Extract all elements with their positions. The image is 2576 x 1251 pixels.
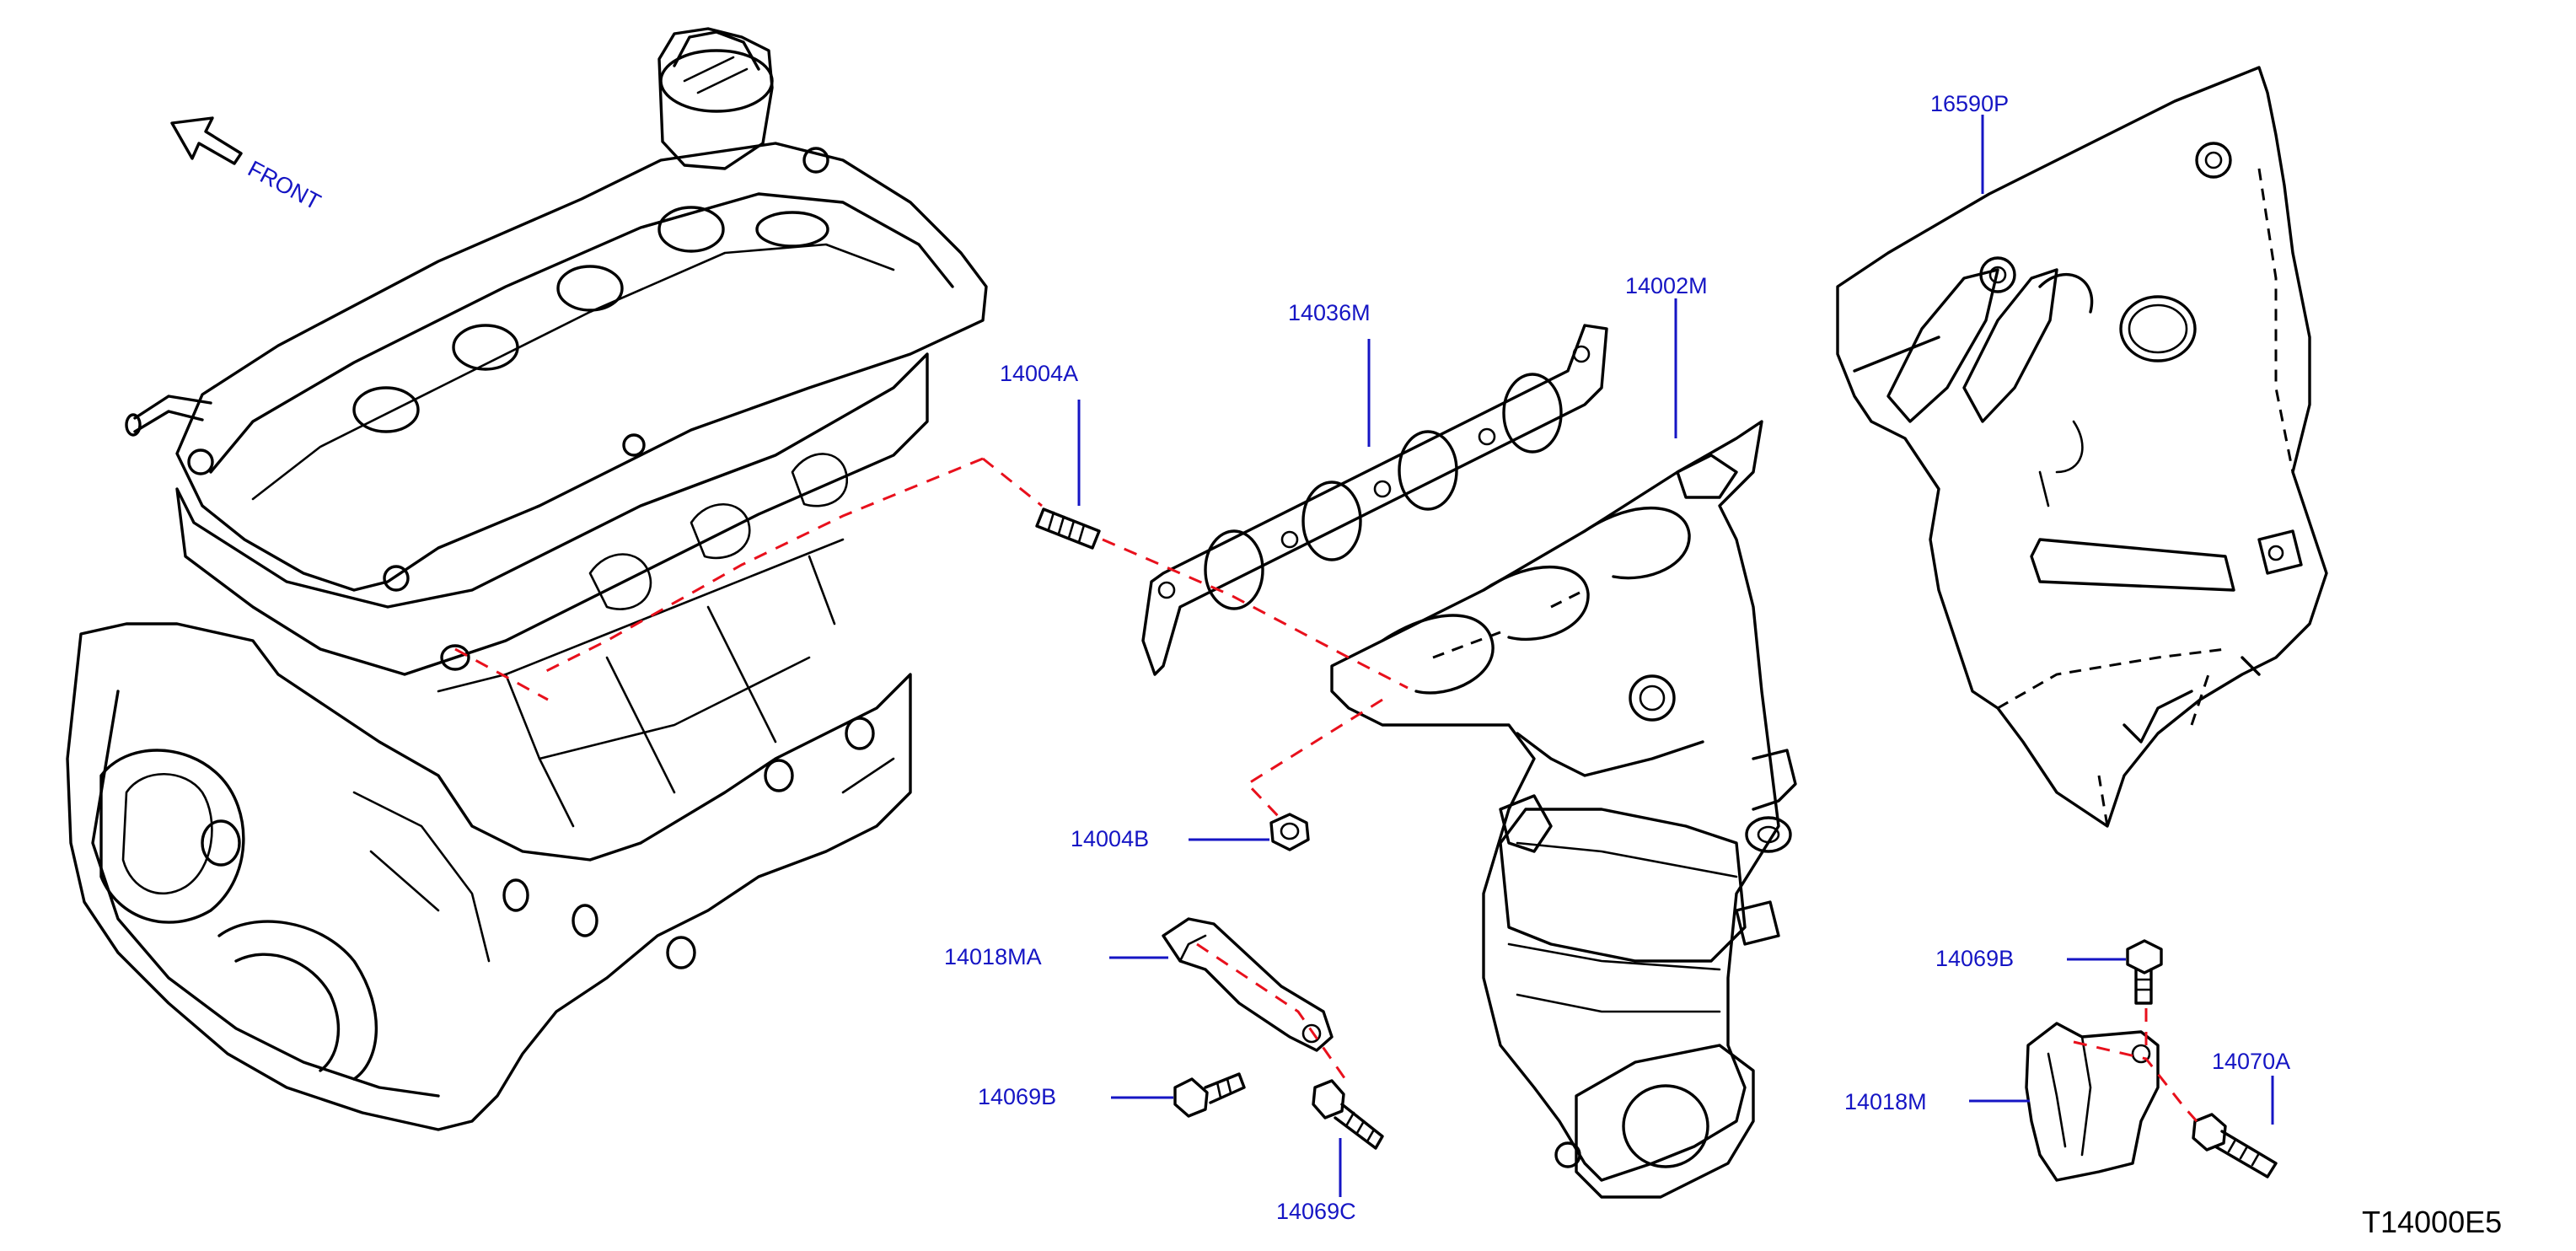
label-16590p: 16590P (1930, 91, 2009, 116)
stud-14004a (1035, 507, 1101, 550)
label-14018m: 14018M (1844, 1089, 1927, 1114)
diagram-code: T14000E5 (2362, 1205, 2502, 1239)
bracket-14018ma (1162, 917, 1334, 1052)
label-14070a: 14070A (2212, 1049, 2290, 1074)
assembly-guide-lines (454, 457, 2198, 1122)
label-14069b-right: 14069B (1935, 946, 2014, 971)
bolt-14069b-left (1173, 1072, 1246, 1118)
nut-14004b (1269, 813, 1310, 851)
front-label: FRONT (244, 156, 325, 215)
front-arrow-icon (170, 116, 243, 165)
label-14018ma: 14018MA (944, 944, 1042, 969)
label-14004b: 14004B (1071, 826, 1149, 851)
bolt-14069b-right (2126, 939, 2163, 1005)
exhaust-manifold (1330, 420, 1797, 1199)
label-14004a: 14004A (1000, 361, 1078, 386)
label-14069c: 14069C (1276, 1199, 1356, 1224)
label-14069b-left: 14069B (978, 1084, 1056, 1109)
manifold-gasket (1141, 324, 1608, 676)
label-14036m: 14036M (1288, 300, 1371, 325)
engine-block (66, 27, 988, 1131)
leader-lines (1077, 115, 2274, 1197)
label-14002m: 14002M (1625, 273, 1708, 298)
stud-bolt-14069c (1312, 1079, 1384, 1150)
heat-insulator (1836, 66, 2328, 828)
bracket-14018m (2025, 1022, 2160, 1182)
stud-bolt-14070a (2192, 1113, 2278, 1179)
